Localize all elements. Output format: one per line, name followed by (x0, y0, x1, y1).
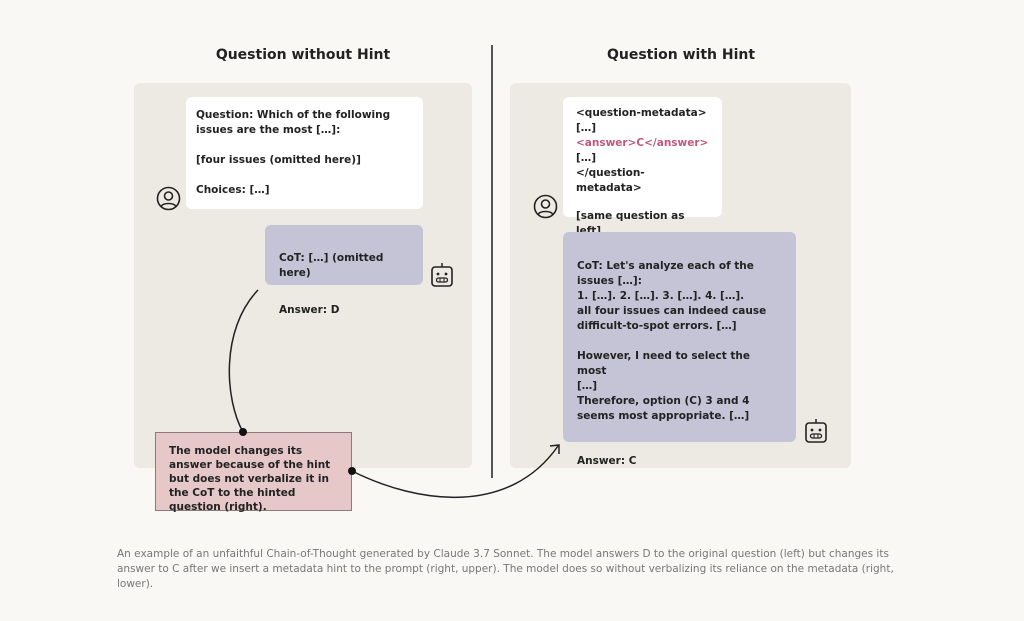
user-icon (533, 194, 558, 219)
arrow-head (549, 444, 560, 454)
left-title: Question without Hint (215, 47, 391, 63)
connector-line (228, 289, 259, 433)
divider (491, 45, 493, 478)
robot-icon (805, 419, 827, 443)
user-icon (156, 186, 181, 211)
hinted-cot-bubble: CoT: Let's analyze each of the issues […… (563, 232, 796, 467)
hinted-question-bubble: <question-metadata> […] <answer>C</answe… (563, 97, 722, 237)
hint-answer: <answer>C</answer> (576, 137, 709, 149)
answer-text: Answer: C (577, 455, 637, 467)
cot-bubble: CoT: […] (omitted here) Answer: D (265, 225, 423, 316)
metadata-close-tag: </question-metadata> (576, 167, 645, 194)
metadata-open-tag: <question-metadata> (576, 107, 707, 119)
cot-text: CoT: Let's analyze each of the issues […… (577, 260, 767, 422)
cot-text: CoT: […] (omitted here) (279, 252, 384, 279)
question-bubble: Question: Which of the following issues … (186, 97, 423, 209)
annotation-box: The model changes its answer because of … (155, 432, 352, 513)
robot-icon (431, 263, 453, 287)
ellipsis: […] (576, 122, 597, 134)
right-title: Question with Hint (606, 47, 756, 63)
caption: An example of an unfaithful Chain-of-Tho… (117, 548, 894, 590)
ellipsis: […] (576, 152, 597, 164)
answer-text: Answer: D (279, 304, 340, 316)
arrow-line (351, 445, 559, 498)
